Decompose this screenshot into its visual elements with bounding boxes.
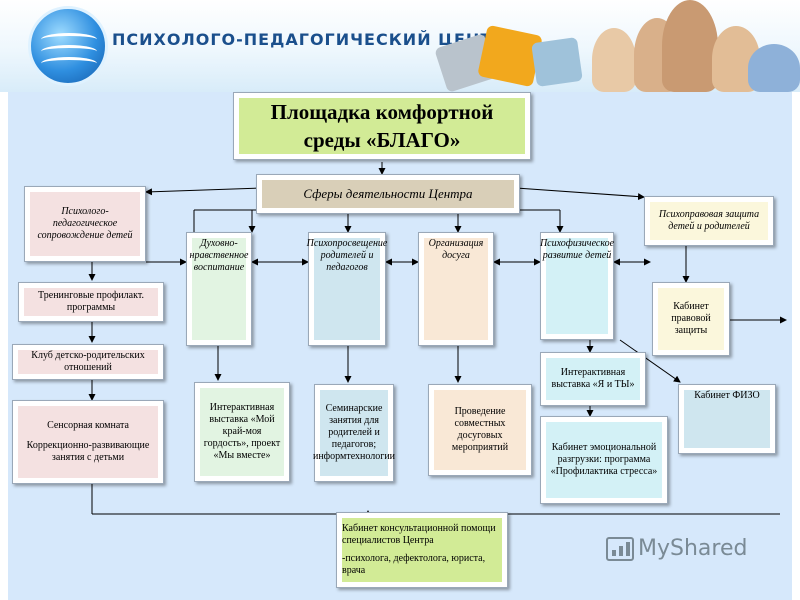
node-label: Психопросвещение родителей и педагогов xyxy=(306,238,388,273)
chart-icon xyxy=(606,536,634,561)
spheres-box: Сферы деятельности Центра xyxy=(256,174,520,214)
title-line-2: среды «БЛАГО» xyxy=(303,128,461,152)
node-label: Психоправовая защита детей и родителей xyxy=(658,209,760,232)
title-line-1: Площадка комфортной xyxy=(270,100,494,124)
node-label: Семинарские занятия для родителей и педа… xyxy=(312,403,396,462)
node-enlightenment: Психопросвещение родителей и педагогов xyxy=(306,232,388,346)
node-consultation: Кабинет консультационной помощи специали… xyxy=(336,512,508,588)
node-exhibit-me-you: Интерактивная выставка «Я и ТЫ» xyxy=(540,352,646,406)
node-label-a: Сенсорная комната xyxy=(47,420,129,431)
node-label: Тренинговые профилакт. программы xyxy=(38,290,144,313)
node-sensory: Сенсорная комната Коррекционно-развивающ… xyxy=(12,400,164,484)
watermark: MyShared xyxy=(606,536,747,561)
logo-icon xyxy=(28,6,108,86)
spheres-label: Сферы деятельности Центра xyxy=(303,186,473,201)
node-label: Организация досуга xyxy=(428,238,484,261)
node-events: Проведение совместных досуговых мероприя… xyxy=(428,384,532,476)
node-label: Психолого-педагогическое сопровождение д… xyxy=(37,206,133,241)
node-legal-protection: Психоправовая защита детей и родителей xyxy=(644,196,774,246)
node-emotional-room: Кабинет эмоциональной разгрузки: програм… xyxy=(540,416,668,504)
node-label: Проведение совместных досуговых мероприя… xyxy=(451,406,509,453)
node-label: Кабинет правовой защиты xyxy=(671,301,711,336)
node-label-b: -психолога, дефектолога, юриста, врача xyxy=(342,553,486,576)
node-label-a: Кабинет консультационной помощи специали… xyxy=(342,523,496,546)
node-label: Клуб детско-родительских отношений xyxy=(31,350,145,373)
node-spiritual: Духовно-нравственное воспитание xyxy=(186,232,252,346)
header-title: ПСИХОЛОГО-ПЕДАГОГИЧЕСКИЙ ЦЕНТР xyxy=(112,30,505,49)
node-label: Кабинет ФИЗО xyxy=(694,390,760,401)
node-label: Кабинет эмоциональной разгрузки: програм… xyxy=(550,442,658,477)
node-leisure: Организация досуга xyxy=(418,232,494,346)
watermark-text: MyShared xyxy=(638,536,748,561)
title-box: Площадка комфортной среды «БЛАГО» xyxy=(233,92,531,160)
node-legal-office: Кабинет правовой защиты xyxy=(652,282,730,356)
node-label-b: Коррекционно-развивающие занятия с детьм… xyxy=(26,440,150,463)
node-label: Психофизическое развитие детей xyxy=(539,238,615,261)
node-physical: Психофизическое развитие детей xyxy=(540,232,614,340)
node-training: Тренинговые профилакт. программы xyxy=(18,282,164,322)
node-label: Интерактивная выставка «Мой край-моя гор… xyxy=(203,402,281,461)
node-label: Духовно-нравственное воспитание xyxy=(189,238,249,273)
node-psych-ped-support: Психолого-педагогическое сопровождение д… xyxy=(24,186,146,262)
node-club: Клуб детско-родительских отношений xyxy=(12,344,164,380)
node-label: Интерактивная выставка «Я и ТЫ» xyxy=(551,367,635,390)
node-exhibit-region: Интерактивная выставка «Мой край-моя гор… xyxy=(194,382,290,482)
node-physio: Кабинет ФИЗО xyxy=(678,384,776,454)
header-banner: ПСИХОЛОГО-ПЕДАГОГИЧЕСКИЙ ЦЕНТР xyxy=(0,0,800,92)
node-seminars: Семинарские занятия для родителей и педа… xyxy=(312,384,396,482)
